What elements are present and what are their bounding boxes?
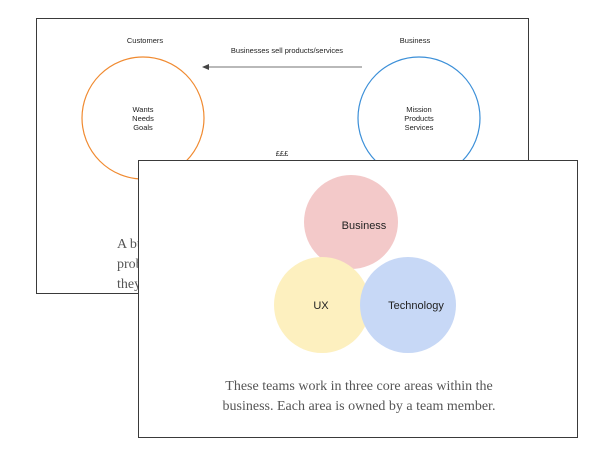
- arrow-label: Businesses sell products/services: [230, 46, 344, 55]
- front-caption-line: These teams work in three core areas wit…: [225, 379, 493, 394]
- front-caption: These teams work in three core areas wit…: [139, 377, 579, 417]
- sell-arrow-head: [202, 64, 209, 70]
- ux-venn-circle: [274, 257, 370, 353]
- business-mission: Mission: [406, 105, 432, 114]
- business-venn-label: Business: [342, 220, 387, 232]
- customers-circle-text: Wants Needs Goals: [113, 105, 173, 132]
- technology-venn-label: Technology: [388, 300, 444, 312]
- customers-needs: Needs: [132, 114, 154, 123]
- technology-venn-circle: [360, 257, 456, 353]
- customers-goals: Goals: [133, 123, 153, 132]
- business-services: Services: [404, 123, 434, 132]
- venn-diagram: Business UX Technology: [274, 175, 456, 353]
- business-label: Business: [399, 36, 431, 45]
- business-circle-text: Mission Products Services: [385, 105, 453, 132]
- front-slide: Business UX Technology These teams work …: [138, 160, 578, 438]
- back-caption-line: A bu: [117, 237, 144, 252]
- back-caption-line: they: [117, 277, 142, 292]
- customers-label: Customers: [126, 36, 164, 45]
- ux-venn-label: UX: [313, 300, 329, 312]
- business-products: Products: [404, 114, 434, 123]
- front-caption-line: business. Each area is owned by a team m…: [222, 399, 496, 414]
- customers-wants: Wants: [132, 105, 154, 114]
- money-label: £££: [275, 149, 289, 158]
- business-venn-circle: [304, 175, 398, 269]
